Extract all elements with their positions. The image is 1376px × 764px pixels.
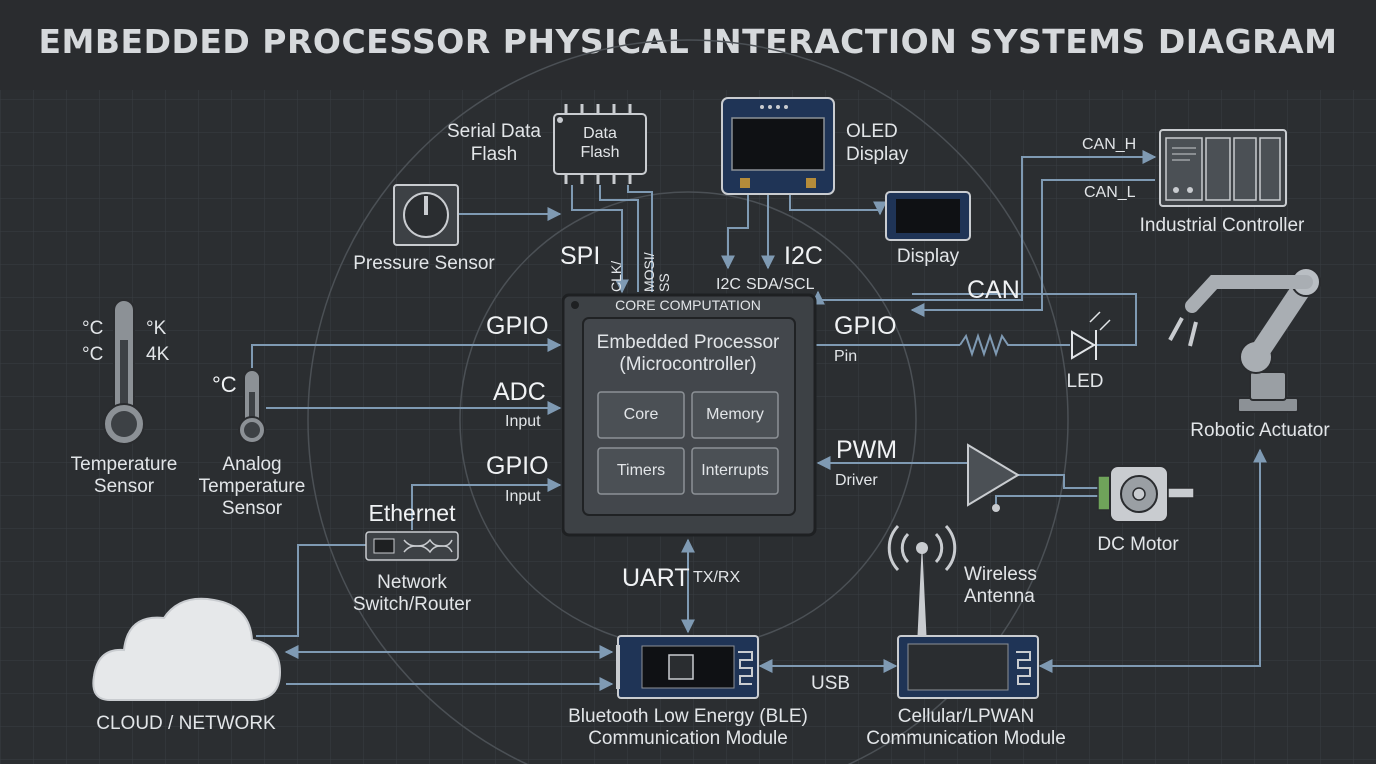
antenna-label-2: Antenna — [964, 586, 1035, 607]
usb-label: USB — [811, 673, 851, 694]
processor-header: CORE COMPUTATION — [615, 297, 761, 313]
outer-ring — [307, 39, 1069, 764]
switch-label-2: Switch/Router — [352, 594, 472, 615]
uart-label: UART — [622, 564, 690, 592]
can-label: CAN — [967, 276, 1020, 304]
network-switch-icon — [365, 531, 459, 561]
wire-led-return — [912, 293, 1137, 346]
temp-k-label: °K — [146, 318, 167, 339]
processor-title-2: (Microcontroller) — [619, 354, 757, 375]
industrial-controller-icon — [1159, 129, 1287, 207]
pwm-sub-label: Driver — [835, 472, 878, 489]
processor — [561, 293, 817, 537]
wire-eth-gpio — [411, 478, 562, 530]
wire-spi-ss — [627, 185, 653, 292]
dc-motor-icon — [1097, 465, 1195, 523]
wires — [251, 150, 1267, 691]
temp-4k-label: 4K — [146, 344, 170, 365]
cloud-label: CLOUD / NETWORK — [96, 713, 276, 734]
thermometer-icon — [103, 299, 145, 445]
wire-i2c-1 — [721, 192, 749, 270]
switch-label-1: Network — [377, 572, 447, 593]
spi-label: SPI — [560, 242, 601, 270]
i2c-sda-label: SDA/SCL — [746, 276, 815, 293]
ble-label-2: Communication Module — [588, 728, 788, 749]
led-label: LED — [1066, 371, 1104, 392]
block-memory: Memory — [706, 406, 764, 423]
i2c-label: I2C — [784, 242, 823, 270]
block-core: Core — [623, 406, 659, 423]
display-label: Display — [896, 246, 960, 267]
gpio-in2-sub-label: Input — [505, 488, 541, 505]
antenna-label-1: Wireless — [964, 564, 1037, 585]
oled-label-1: OLED — [846, 121, 898, 142]
spi-mosi-label: MOSI/ — [641, 252, 657, 292]
wire-spi-clk — [571, 185, 629, 294]
cell-label-1: Cellular/LPWAN — [897, 706, 1035, 727]
analog-c-label: °C — [212, 372, 237, 397]
pressure-sensor-label: Pressure Sensor — [353, 253, 495, 274]
flash-chip-icon — [553, 104, 647, 184]
temp-sensor-label-2: Sensor — [93, 476, 155, 497]
industrial-controller-label: Industrial Controller — [1139, 215, 1305, 236]
pressure-sensor-icon — [393, 184, 459, 246]
flash-chip-label-2: Flash — [580, 144, 620, 161]
gpio-out-label: GPIO — [834, 312, 897, 340]
adc-sub-label: Input — [505, 413, 541, 430]
wire-resistor — [959, 332, 1070, 358]
processor-title-1: Embedded Processor — [596, 332, 780, 353]
adc-label: ADC — [493, 378, 546, 406]
spi-ss-label: SS — [656, 273, 672, 292]
oled-label-2: Display — [846, 144, 909, 165]
gpio-in-label: GPIO — [486, 312, 549, 340]
serial-flash-label-2: Flash — [470, 144, 518, 165]
i2c-pin-label: I2C — [716, 276, 741, 293]
temp-c2-label: °C — [82, 344, 104, 365]
analog-sensor-label-1: Analog — [222, 454, 282, 475]
block-interrupts: Interrupts — [701, 462, 769, 479]
can-h-label: CAN_H — [1082, 136, 1137, 153]
ethernet-label: Ethernet — [368, 500, 456, 526]
can-l-label: CAN_L — [1084, 184, 1136, 201]
gpio-out-sub-label: Pin — [834, 348, 858, 365]
temp-c1-label: °C — [82, 318, 104, 339]
dc-motor-label: DC Motor — [1097, 534, 1179, 555]
flash-chip-label-1: Data — [583, 125, 617, 142]
wire-cell-robot — [1038, 448, 1267, 673]
analog-thermometer-icon — [238, 369, 266, 444]
block-timers: Timers — [616, 462, 666, 479]
robotic-arm-icon — [1168, 267, 1321, 413]
robotic-actuator-label: Robotic Actuator — [1190, 420, 1330, 441]
serial-flash-label-1: Serial Data — [447, 121, 541, 142]
wire-cloud-eth — [256, 544, 366, 637]
gpio-in2-label: GPIO — [486, 452, 549, 480]
oled-display-icon — [721, 97, 835, 195]
cell-label-2: Communication Module — [866, 728, 1066, 749]
spi-clk-label: CLK/ — [608, 260, 624, 292]
uart-sub-label: TX/RX — [693, 569, 741, 586]
wire-analog-gpio — [251, 338, 562, 368]
ble-module-icon — [616, 635, 759, 699]
wire-can-l — [910, 179, 1155, 317]
wire-spi-mosi — [599, 185, 639, 292]
title-band — [0, 0, 1376, 90]
wire-oled-display — [789, 192, 887, 216]
cloud-icon — [92, 597, 282, 701]
diagram-title: EMBEDDED PROCESSOR PHYSICAL INTERACTION … — [38, 22, 1338, 61]
analog-sensor-label-2: Temperature — [198, 476, 306, 497]
cellular-module-icon — [897, 635, 1039, 699]
pwm-label: PWM — [836, 436, 898, 464]
led-icon — [1071, 311, 1111, 360]
small-display-icon — [885, 191, 971, 241]
analog-sensor-label-3: Sensor — [221, 498, 283, 519]
temp-sensor-label-1: Temperature — [70, 454, 178, 475]
motor-driver-icon — [967, 443, 1020, 512]
ble-label-1: Bluetooth Low Energy (BLE) — [568, 706, 808, 727]
